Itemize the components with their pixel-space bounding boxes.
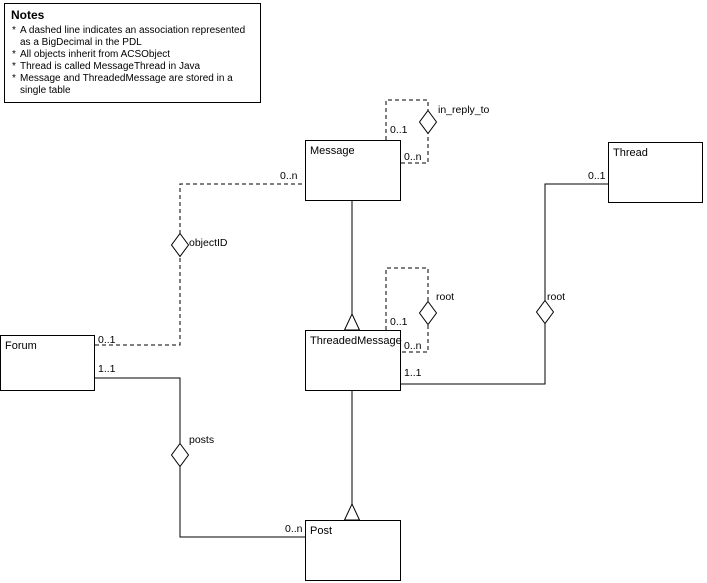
multiplicity-root-self-top: 0..1: [390, 316, 408, 328]
multiplicity-objectid-forum-end: 0..1: [98, 334, 116, 346]
association-line-in-reply-to: [385, 99, 429, 164]
note-bullet: *: [12, 25, 16, 36]
multiplicity-in-reply-to-side: 0..n: [404, 151, 422, 163]
multiplicity-root-self-side: 0..n: [404, 340, 422, 352]
diamond-root-self: [418, 300, 438, 326]
note-bullet: *: [12, 49, 16, 60]
note-bullet: *: [12, 73, 16, 84]
note-text: All objects inherit from ACSObject: [20, 49, 171, 60]
association-name-objectid: objectID: [189, 237, 228, 249]
class-box-thread: Thread: [608, 142, 703, 203]
multiplicity-posts-post-end: 0..n: [285, 523, 303, 535]
notes-title: Notes: [11, 8, 45, 22]
class-box-forum-label: Forum: [5, 340, 37, 352]
generalization-arrow-threadedmessage: [343, 312, 361, 331]
association-line-objectid: [95, 183, 305, 346]
association-name-root-self: root: [436, 291, 455, 303]
diamond-in-reply-to: [418, 109, 438, 135]
class-box-thread-label: Thread: [613, 147, 648, 159]
multiplicity-thread-root-threadedmessage-end: 1..1: [404, 367, 422, 379]
association-line-thread-root: [401, 183, 608, 385]
multiplicity-thread-root-thread-end: 0..1: [588, 170, 606, 182]
class-box-post: Post: [305, 520, 401, 581]
diamond-objectid: [170, 232, 190, 258]
multiplicity-posts-forum-end: 1..1: [98, 363, 116, 375]
note-item: * All objects inherit from ACSObject: [11, 49, 254, 61]
diamond-thread-root: [535, 299, 555, 325]
generalization-arrow-post: [343, 502, 361, 521]
diamond-forum-posts: [170, 442, 190, 468]
class-box-forum: Forum: [0, 335, 95, 391]
association-name-thread-root: root: [547, 291, 566, 303]
multiplicity-in-reply-to-top: 0..1: [390, 124, 408, 136]
association-line-forum-posts: [95, 377, 305, 538]
note-text: Message and ThreadedMessage are stored i…: [20, 73, 233, 96]
note-text: Thread is called MessageThread in Java: [20, 61, 201, 72]
class-box-message-label: Message: [310, 145, 355, 157]
association-name-in-reply-to: in_reply_to: [438, 104, 490, 116]
note-item: * Message and ThreadedMessage are stored…: [11, 73, 254, 97]
note-text: A dashed line indicates an association r…: [20, 25, 246, 48]
association-name-posts: posts: [189, 434, 215, 446]
class-box-post-label: Post: [310, 525, 333, 537]
class-box-threadedmessage: ThreadedMessage: [305, 330, 402, 391]
notes-box: Notes * A dashed line indicates an assoc…: [4, 3, 261, 103]
note-item: * Thread is called MessageThread in Java: [11, 61, 254, 73]
association-line-root-self: [385, 267, 429, 353]
class-box-message: Message: [305, 140, 401, 201]
note-item: * A dashed line indicates an association…: [11, 25, 254, 49]
note-bullet: *: [12, 61, 16, 72]
multiplicity-objectid-message-end: 0..n: [280, 170, 298, 182]
class-box-threadedmessage-label: ThreadedMessage: [310, 335, 402, 347]
